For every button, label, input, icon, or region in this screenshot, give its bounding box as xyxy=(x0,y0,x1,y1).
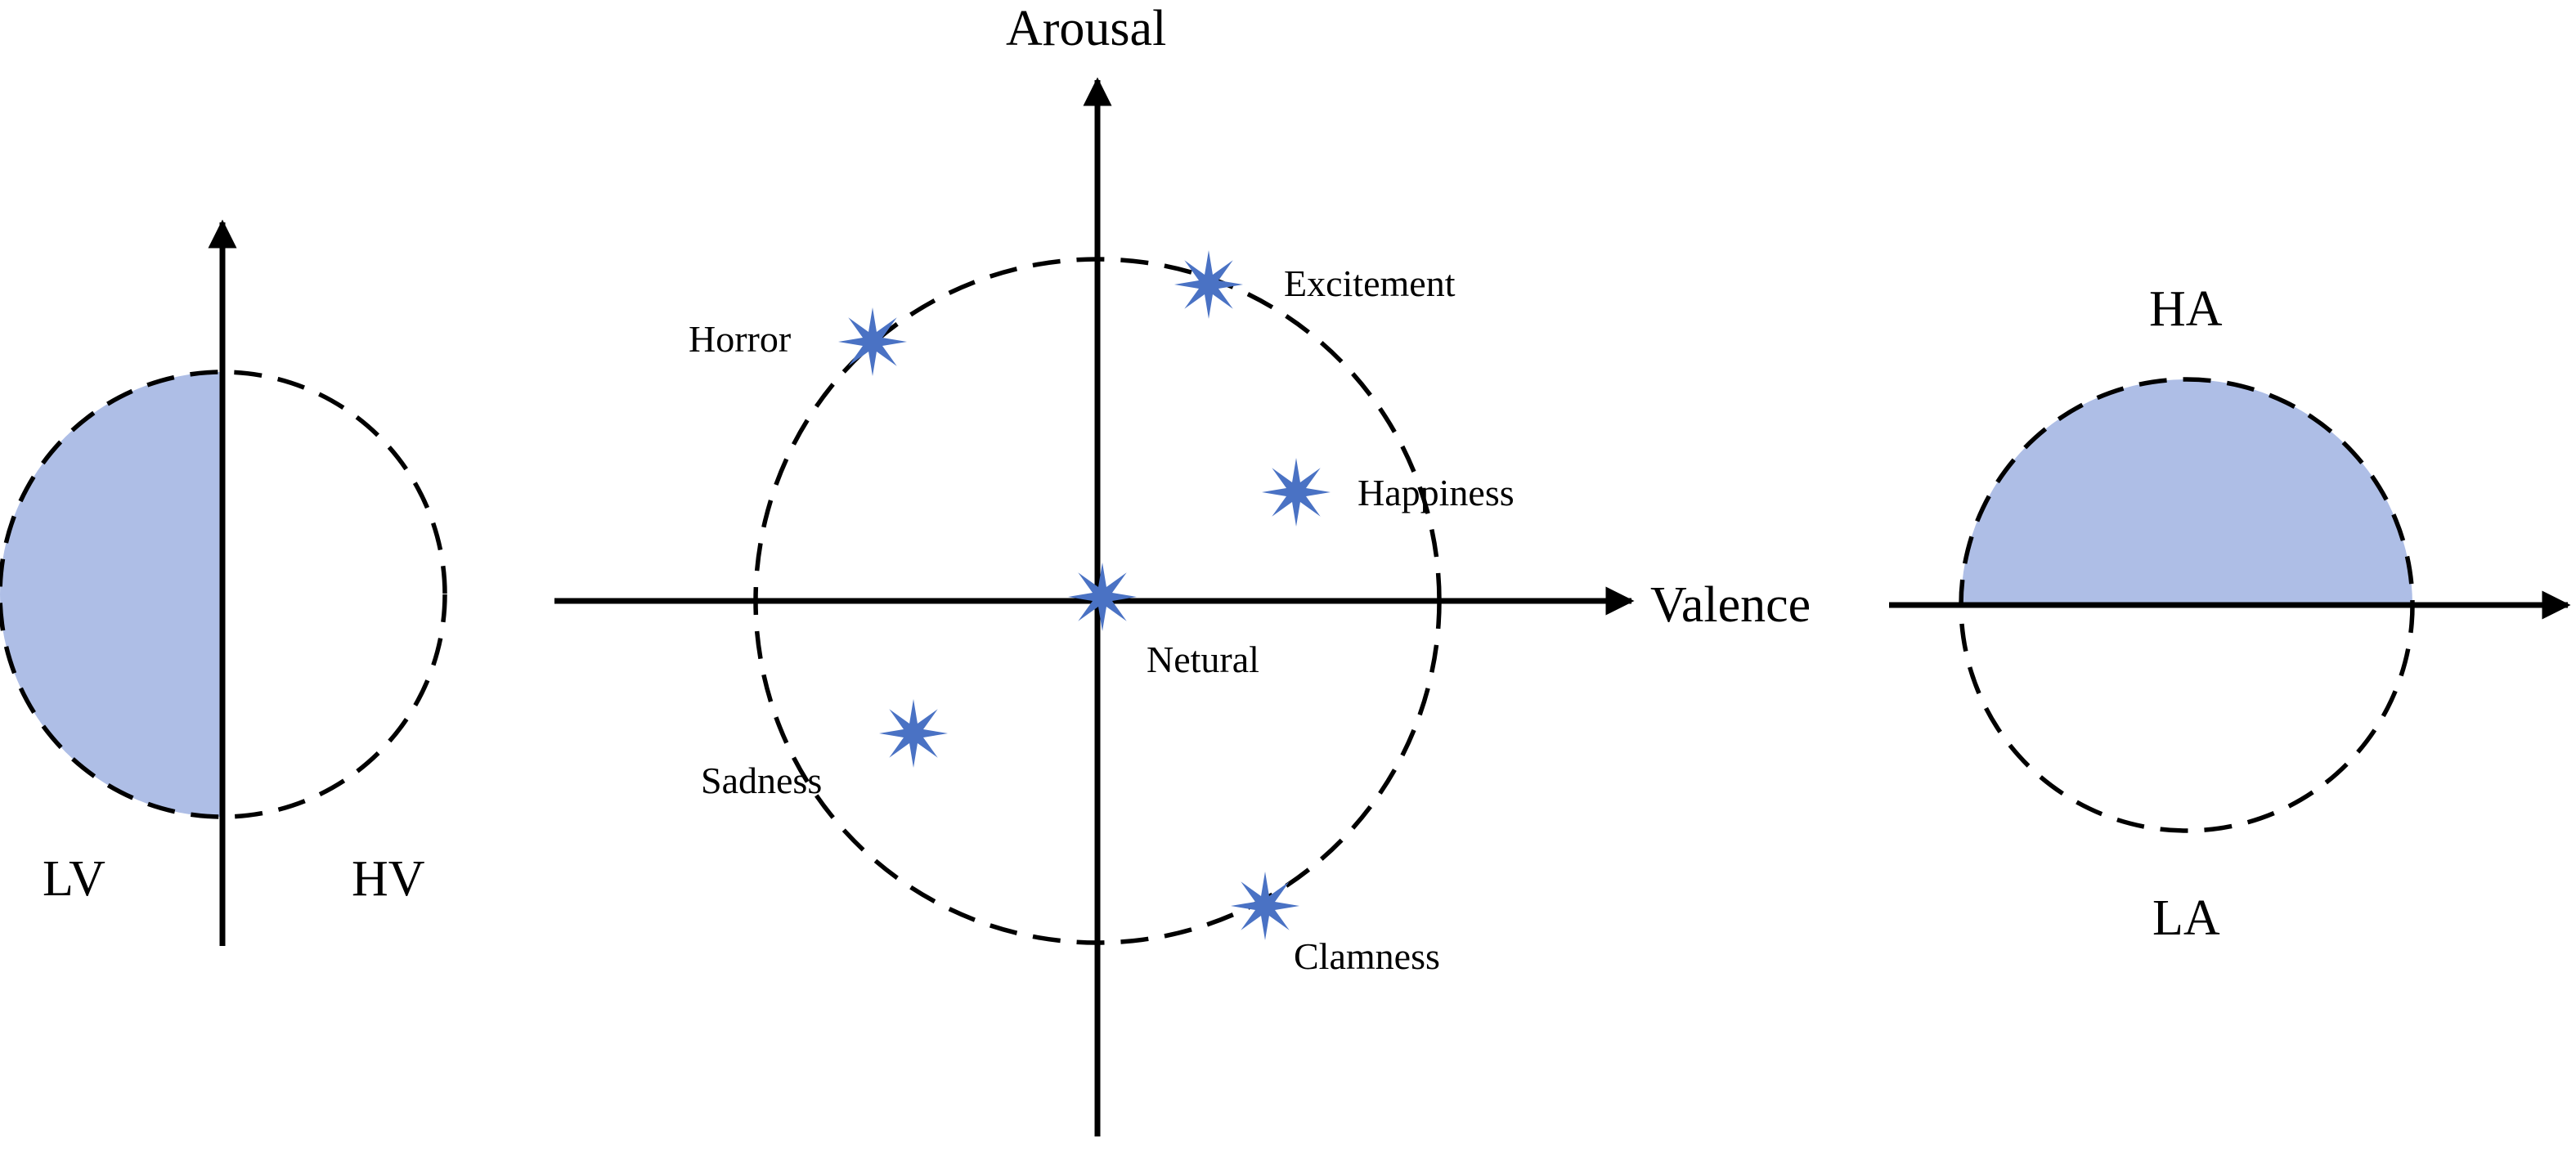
valence-axis-label: Valence xyxy=(1650,577,1811,633)
arousal-axis-label: Arousal xyxy=(1006,1,1166,56)
emotion-label: Sadness xyxy=(701,760,822,801)
left-panel: LV HV xyxy=(0,219,447,946)
star-icon xyxy=(1262,458,1331,527)
star-icon xyxy=(1174,250,1243,319)
ha-label: HA xyxy=(2149,281,2223,337)
star-icon xyxy=(1068,563,1137,631)
star-icon xyxy=(879,699,948,768)
right-panel: HA LA xyxy=(1889,281,2571,946)
emotion-label: Horror xyxy=(689,318,791,360)
emotion-label: Netural xyxy=(1147,639,1259,680)
center-panel: Arousal Valence Excitement Horror Happin… xyxy=(554,1,1811,1136)
left-dashed-circle xyxy=(0,370,447,819)
low-valence-half-fill xyxy=(0,372,222,817)
lv-label: LV xyxy=(43,851,105,907)
la-label: LA xyxy=(2152,890,2220,946)
emotion-happiness: Happiness xyxy=(1262,458,1515,527)
hv-label: HV xyxy=(352,851,425,907)
emotion-excitement: Excitement xyxy=(1174,250,1456,319)
emotion-clamness: Clamness xyxy=(1231,872,1440,977)
emotion-horror: Horror xyxy=(689,307,907,376)
high-arousal-half-fill xyxy=(1961,379,2412,605)
emotion-netural: Netural xyxy=(1068,563,1259,680)
emotion-label: Clamness xyxy=(1294,935,1440,977)
emotion-label: Excitement xyxy=(1284,262,1456,304)
star-icon xyxy=(1231,872,1299,940)
emotion-sadness: Sadness xyxy=(701,699,948,801)
star-icon xyxy=(838,307,907,376)
emotion-label: Happiness xyxy=(1358,472,1515,513)
